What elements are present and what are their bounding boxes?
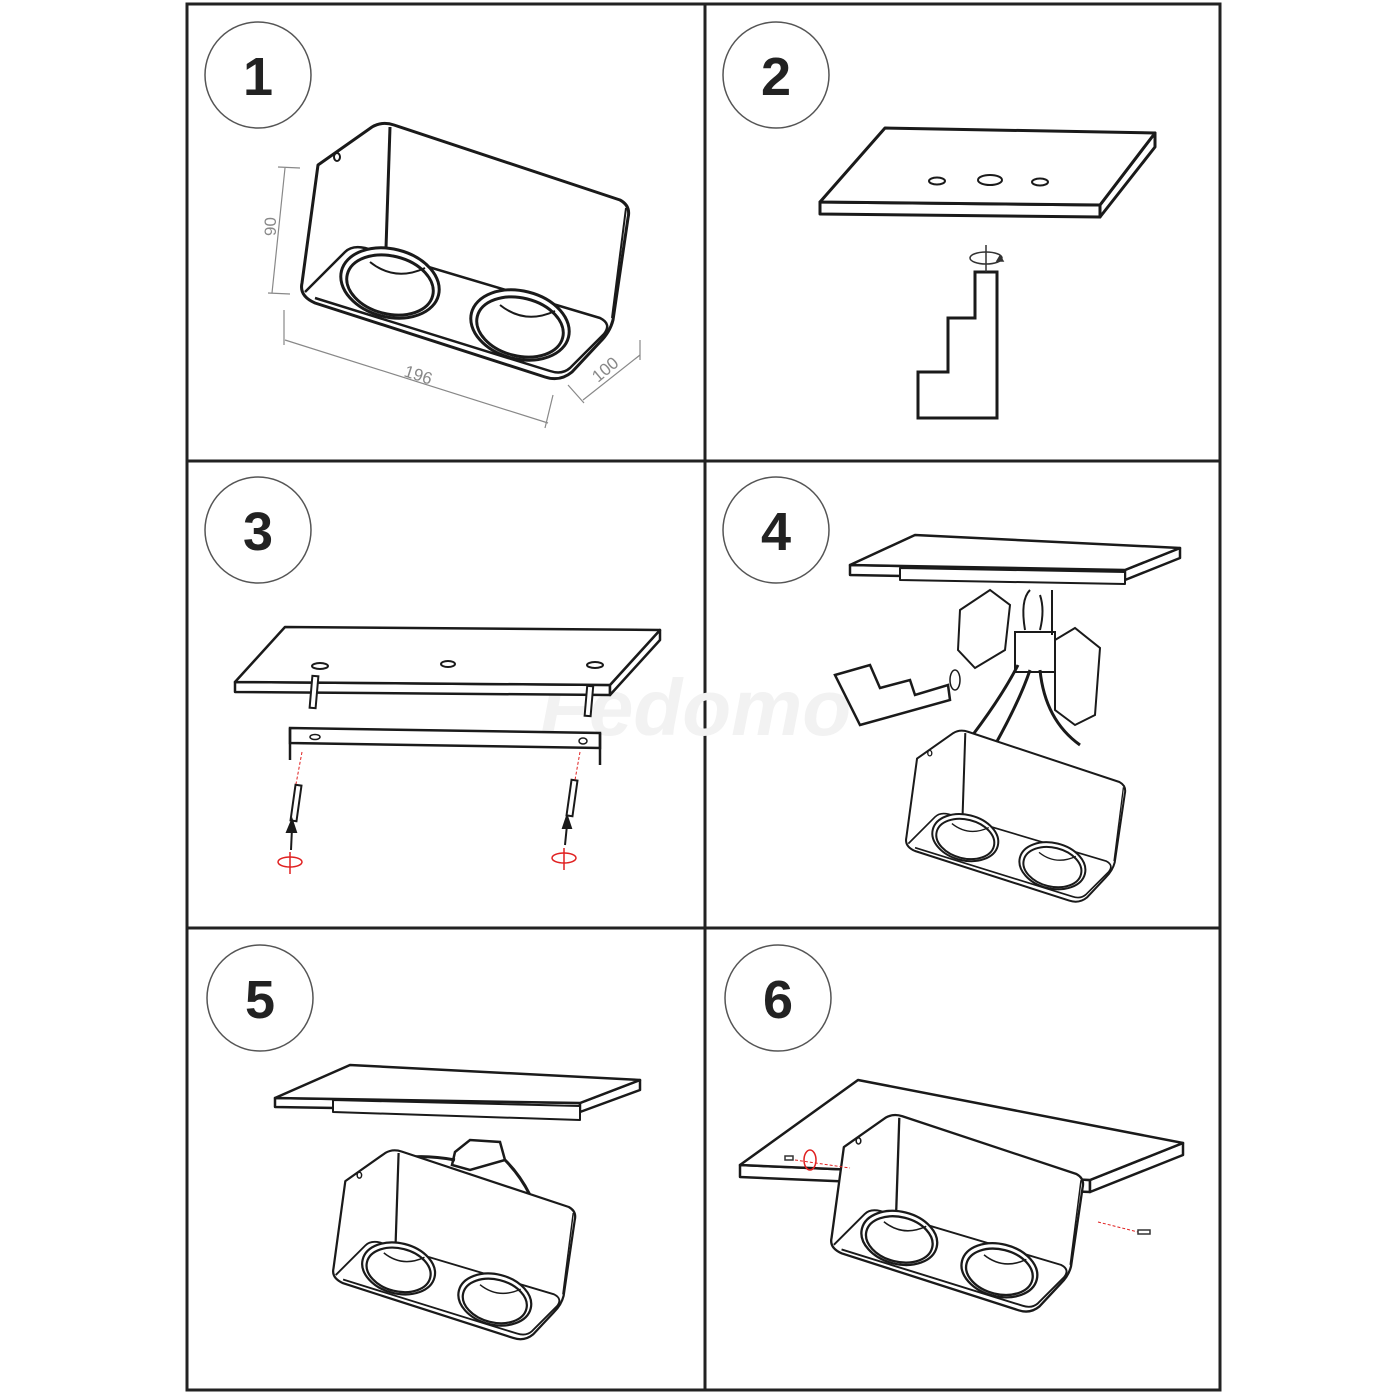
step-badge-6: 6 (724, 944, 832, 1052)
ceiling-plate-with-bar (848, 533, 1182, 585)
step-number: 6 (763, 970, 793, 1030)
mounting-plate (818, 126, 1157, 219)
step-badge-2: 2 (722, 21, 830, 129)
ceiling-plate-with-bar (273, 1063, 642, 1121)
l-bracket (833, 663, 961, 727)
rotate-arrow-icon (277, 848, 577, 874)
ceiling-plate (233, 625, 662, 697)
step-number: 5 (245, 970, 275, 1030)
mounting-bar (288, 726, 602, 765)
step-number: 1 (243, 47, 273, 107)
step-number: 3 (243, 502, 273, 562)
step-badge-1: 1 (204, 21, 312, 129)
lamp-dimensions-drawing: 90 196 100 (261, 121, 641, 429)
step-badge-4: 4 (722, 476, 830, 584)
depth-dimension: 100 (588, 353, 622, 386)
side-screws (784, 1149, 1151, 1235)
panel-grid (185, 2, 1222, 1392)
length-dimension: 196 (402, 362, 435, 389)
step-number: 2 (761, 47, 791, 107)
screws-and-anchors (285, 674, 595, 851)
step-badge-5: 5 (206, 944, 314, 1052)
lamp-body (905, 729, 1127, 903)
rotate-arrow-icon (969, 245, 1005, 272)
terminal-block (956, 588, 1102, 727)
step-badge-3: 3 (204, 476, 312, 584)
step-bracket (916, 270, 999, 420)
lamp-body (332, 1149, 577, 1341)
height-dimension: 90 (261, 217, 280, 236)
step-number: 4 (761, 502, 791, 562)
